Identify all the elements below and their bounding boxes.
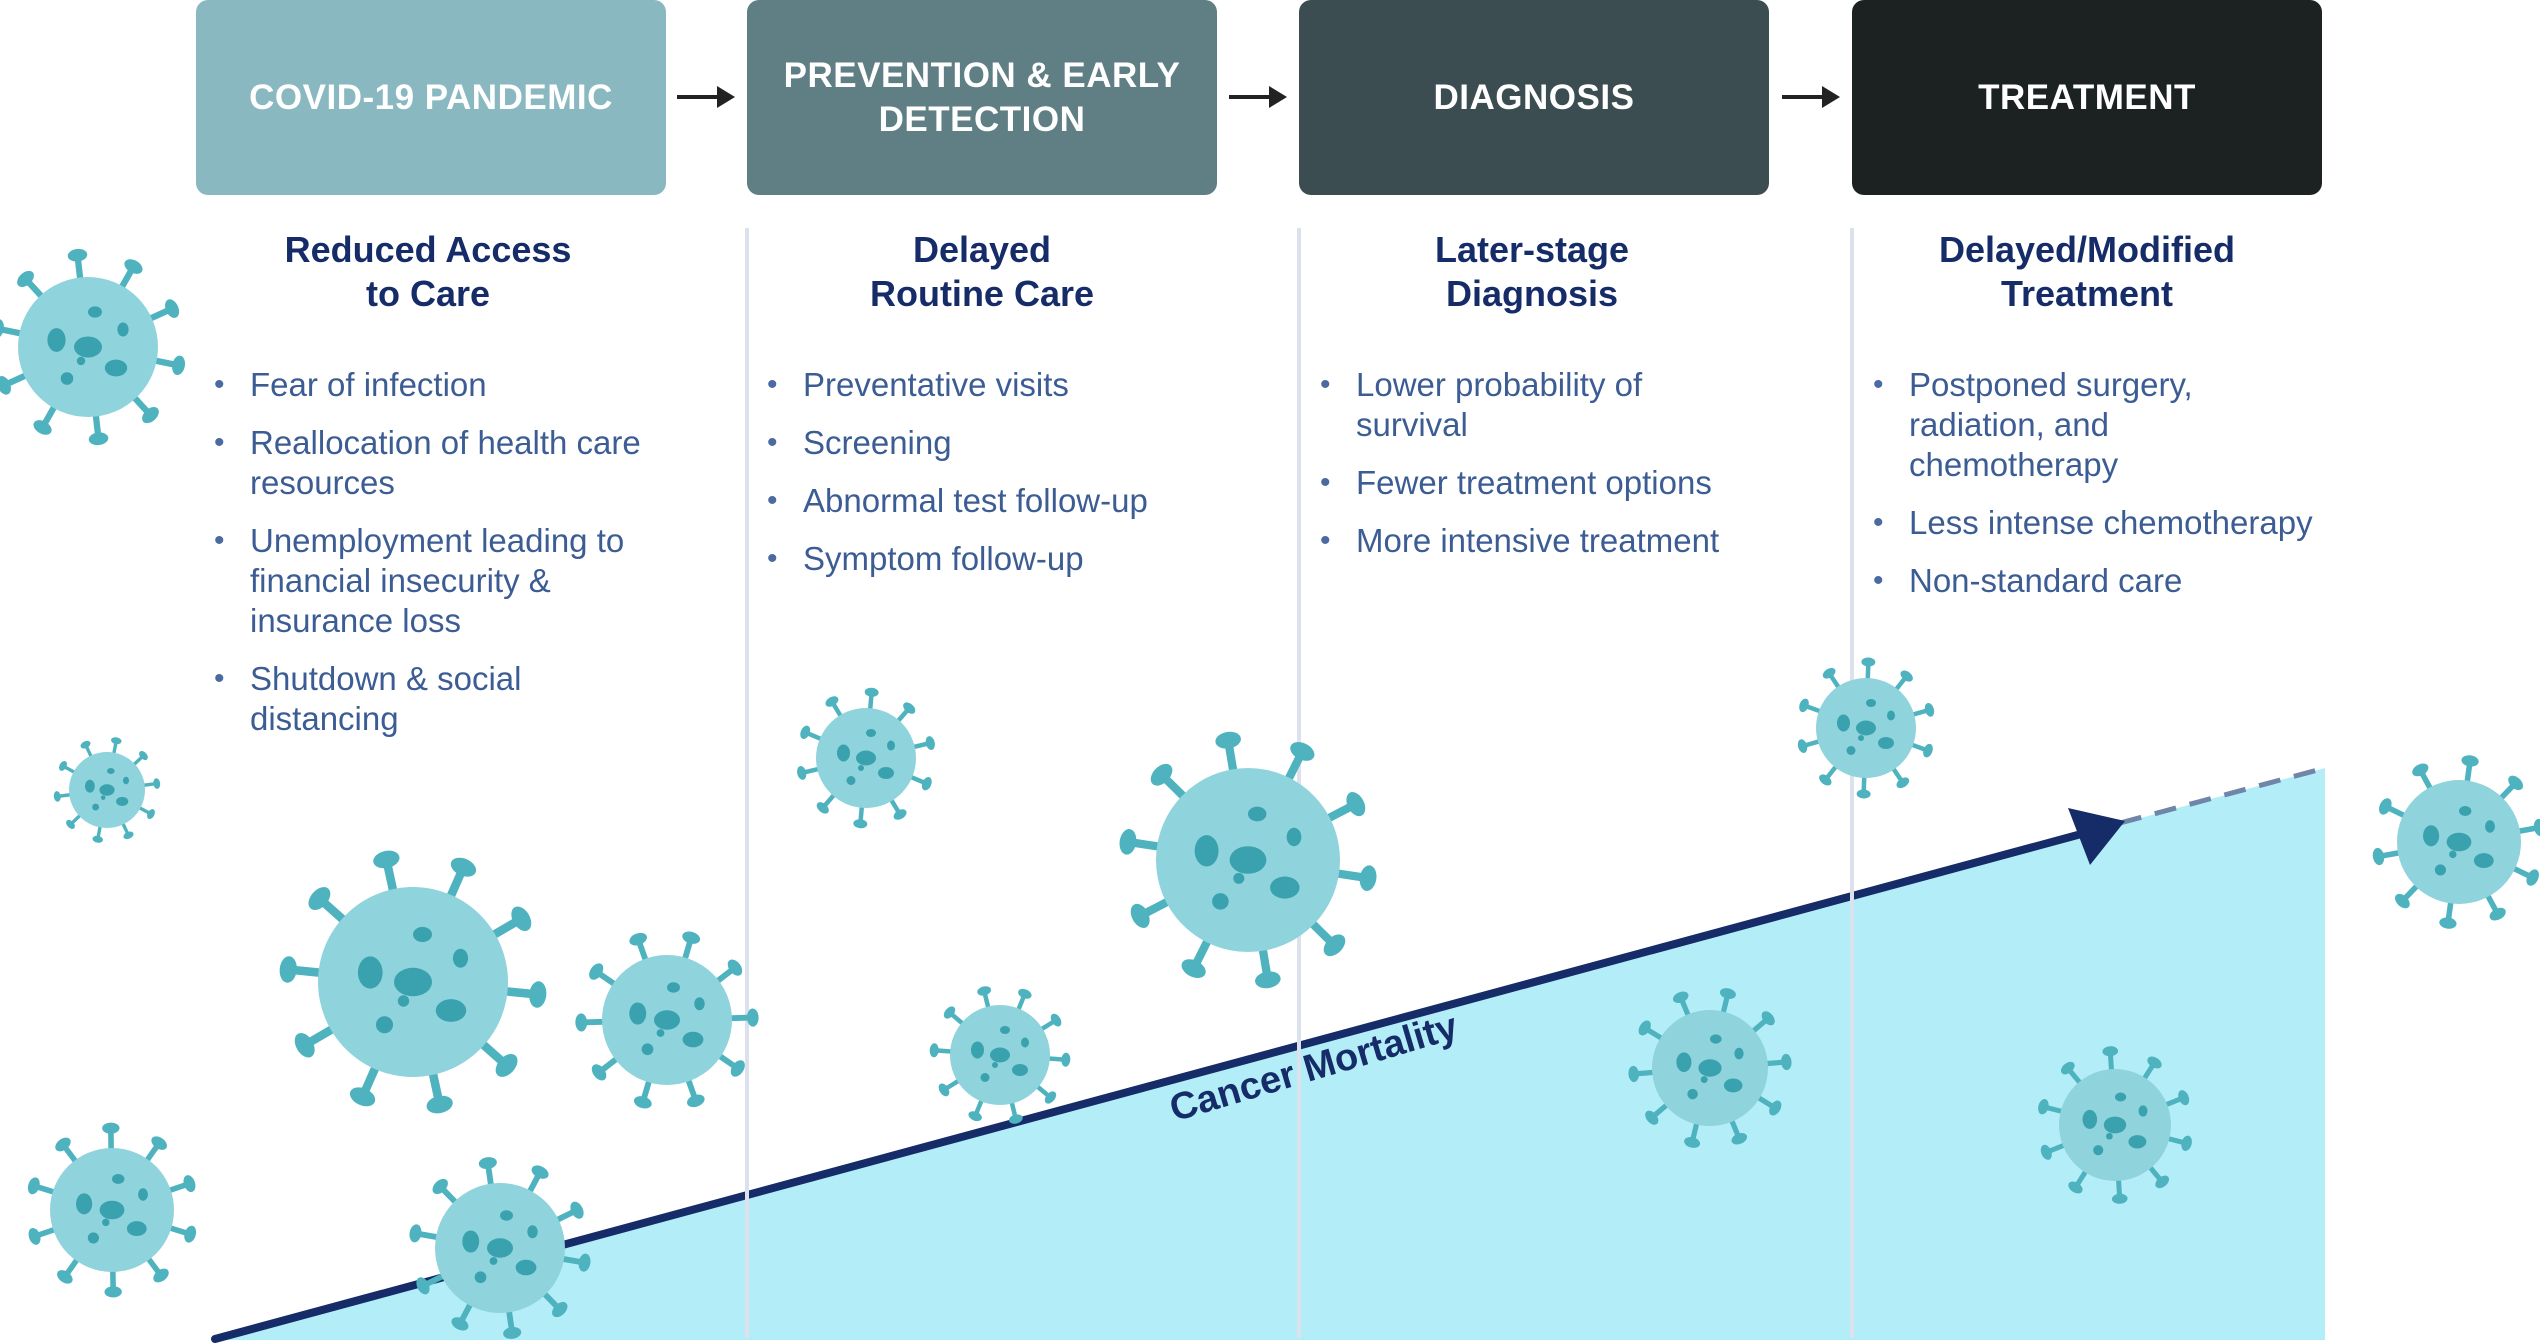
arrow-right-icon (1229, 86, 1287, 108)
list-item: Lower probability of survival (1320, 365, 1805, 445)
list-item: Shutdown & social distancing (214, 659, 699, 739)
list-item: Fewer treatment options (1320, 463, 1805, 503)
column-heading-reduced-access: Reduced Access to Care (284, 229, 572, 314)
list-item: Unemployment leading to financial insecu… (214, 521, 699, 641)
list-item: Screening (767, 423, 1252, 463)
list-item: Fear of infection (214, 365, 699, 405)
column-heading-later-stage-diagnosis: Later-stage Diagnosis (1434, 229, 1630, 314)
cancer-mortality-arrowhead-icon (2068, 808, 2125, 865)
column-heading-delayed-treatment: Delayed/Modified Treatment (1938, 229, 2236, 314)
list-item: Reallocation of health care resources (214, 423, 699, 503)
column-divider-3 (1850, 228, 1854, 1338)
column-divider-2 (1297, 228, 1301, 1338)
list-item: Non-standard care (1873, 561, 2358, 601)
stage-prevention-early-detection: PREVENTION & EARLY DETECTION (747, 0, 1217, 195)
arrow-right-icon (1782, 86, 1840, 108)
stage-covid-pandemic: COVID-19 PANDEMIC (196, 0, 666, 195)
list-item: More intensive treatment (1320, 521, 1805, 561)
bullet-list-col-3: Lower probability of survival Fewer trea… (1320, 365, 1805, 579)
bullet-list-col-4: Postponed surgery, radiation, and chemot… (1873, 365, 2358, 619)
column-heading-delayed-routine-care: Delayed Routine Care (869, 229, 1095, 314)
list-item: Postponed surgery, radiation, and chemot… (1873, 365, 2358, 485)
list-item: Less intense chemotherapy (1873, 503, 2358, 543)
arrow-right-icon (677, 86, 735, 108)
list-item: Preventative visits (767, 365, 1252, 405)
column-divider-1 (745, 228, 749, 1338)
list-item: Symptom follow-up (767, 539, 1252, 579)
bullet-list-col-2: Preventative visits Screening Abnormal t… (767, 365, 1252, 597)
stage-treatment: TREATMENT (1852, 0, 2322, 195)
list-item: Abnormal test follow-up (767, 481, 1252, 521)
bullet-list-col-1: Fear of infection Reallocation of health… (214, 365, 699, 757)
stage-diagnosis: DIAGNOSIS (1299, 0, 1769, 195)
